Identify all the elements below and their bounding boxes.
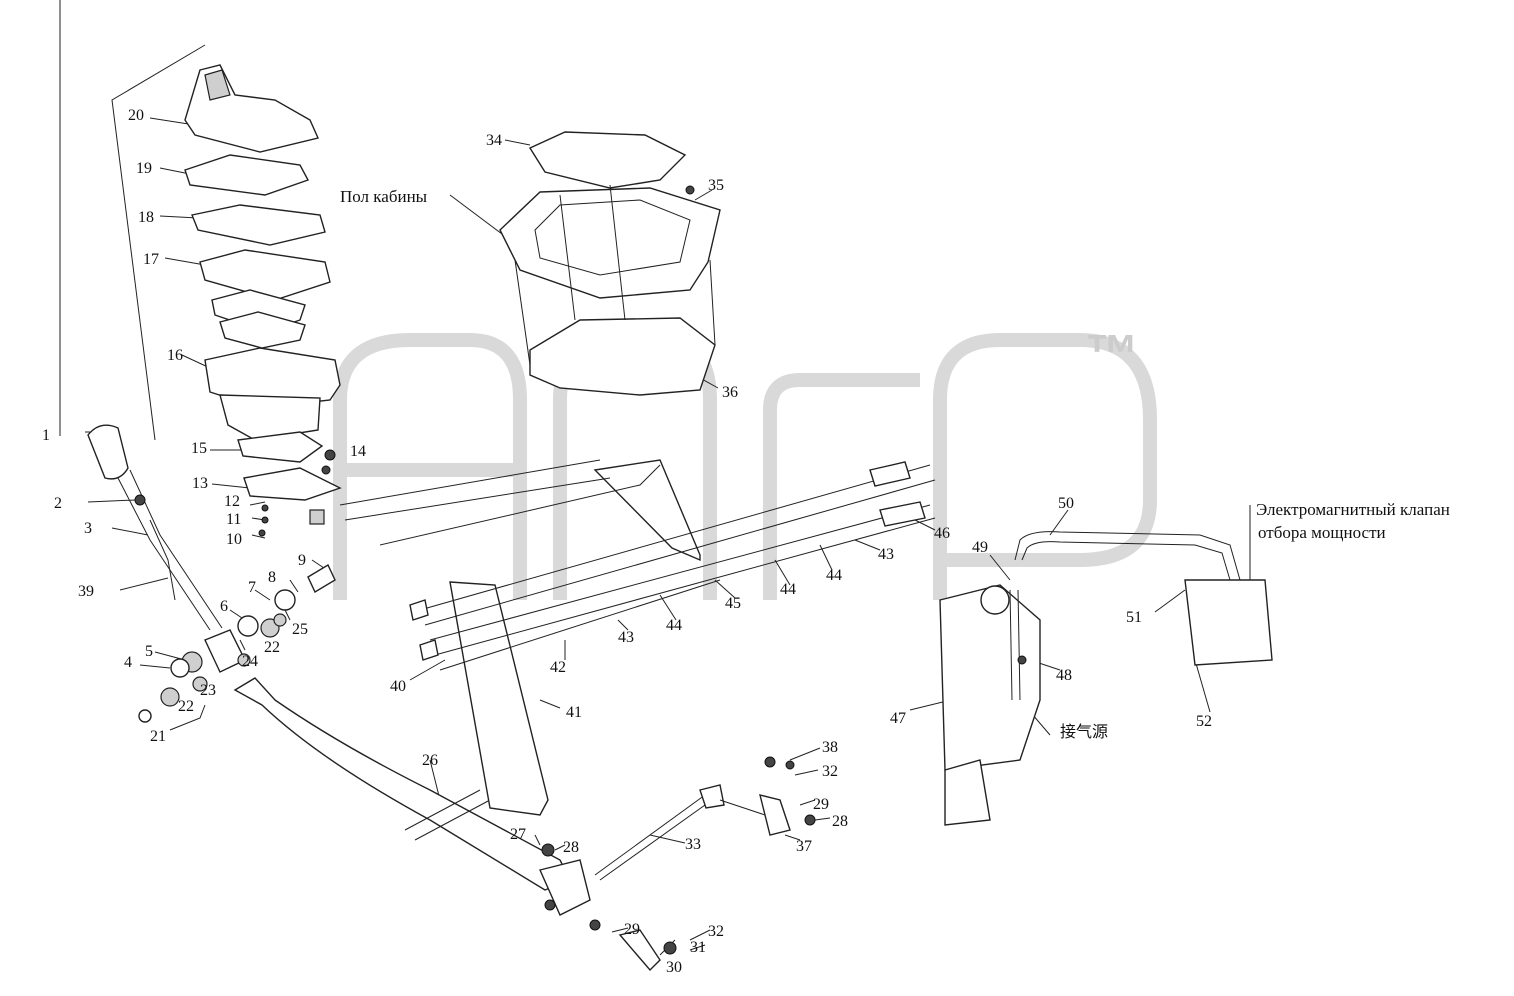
callout-20: 20 [128, 107, 144, 124]
callout-labels: 1 2 3 39 4 5 21 22 23 6 7 8 9 24 22 25 2… [42, 107, 1212, 976]
callout-34: 34 [486, 132, 502, 149]
shift-rods [233, 677, 816, 972]
callout-47: 47 [890, 710, 906, 727]
callout-37: 37 [796, 838, 812, 855]
callout-44c: 44 [826, 567, 842, 584]
note-pto-valve-line2: отбора мощности [1258, 523, 1386, 542]
notes: Пол кабины Электромагнитный клапан отбор… [340, 187, 1450, 741]
callout-23: 23 [200, 682, 216, 699]
callout-6: 6 [220, 598, 228, 615]
callout-16: 16 [167, 347, 183, 364]
callout-15: 15 [191, 440, 207, 457]
callout-41: 41 [566, 704, 582, 721]
note-pto-valve-line1: Электромагнитный клапан [1256, 500, 1450, 519]
callout-32a: 32 [708, 923, 724, 940]
fasteners-left [258, 449, 336, 537]
callout-35: 35 [708, 177, 724, 194]
callout-31: 31 [690, 939, 706, 956]
callout-29b: 29 [813, 796, 829, 813]
callout-13: 13 [192, 475, 208, 492]
callout-21: 21 [150, 728, 166, 745]
watermark: ™ [333, 324, 1157, 600]
callout-30: 30 [666, 959, 682, 976]
pivot-assembly [138, 564, 336, 723]
callout-39: 39 [78, 583, 94, 600]
cab-floor-hatch [499, 131, 721, 396]
callout-4: 4 [124, 654, 132, 671]
callout-7: 7 [248, 579, 256, 596]
note-cab-floor: Пол кабины [340, 187, 428, 206]
callout-25: 25 [292, 621, 308, 638]
callout-28b: 28 [832, 813, 848, 830]
callout-2: 2 [54, 495, 62, 512]
trademark-mark: ™ [1085, 324, 1139, 384]
callout-17: 17 [143, 251, 159, 268]
boot-stack [184, 64, 342, 501]
callout-24: 24 [242, 653, 258, 670]
callout-43b: 43 [878, 546, 894, 563]
callout-22b: 22 [264, 639, 280, 656]
callout-10: 10 [226, 531, 242, 548]
callout-26: 26 [422, 752, 438, 769]
callout-29a: 29 [624, 921, 640, 938]
callout-18: 18 [138, 209, 154, 226]
callout-9: 9 [298, 552, 306, 569]
callout-8: 8 [268, 569, 276, 586]
callout-19: 19 [136, 160, 152, 177]
callout-11: 11 [226, 511, 241, 528]
gear-lever [87, 424, 223, 631]
callout-43a: 43 [618, 629, 634, 646]
callout-27: 27 [510, 826, 526, 843]
note-air-source: 接气源 [1060, 723, 1108, 741]
callout-46: 46 [934, 525, 950, 542]
callout-49: 49 [972, 539, 988, 556]
callout-44b: 44 [780, 581, 796, 598]
pto-assembly [939, 531, 1273, 826]
callout-22a: 22 [178, 698, 194, 715]
callout-1: 1 [42, 427, 50, 444]
callout-14: 14 [350, 443, 366, 460]
callout-32b: 32 [822, 763, 838, 780]
callout-50: 50 [1058, 495, 1074, 512]
callout-48: 48 [1056, 667, 1072, 684]
callout-45: 45 [725, 595, 741, 612]
callout-12: 12 [224, 493, 240, 510]
callout-44a: 44 [666, 617, 682, 634]
callout-52: 52 [1196, 713, 1212, 730]
callout-28a: 28 [563, 839, 579, 856]
callout-3: 3 [84, 520, 92, 537]
callout-51: 51 [1126, 609, 1142, 626]
callout-42: 42 [550, 659, 566, 676]
callout-5: 5 [145, 643, 153, 660]
callout-40: 40 [390, 678, 406, 695]
shaft-assembly [339, 459, 936, 816]
callout-36: 36 [722, 384, 738, 401]
callout-33: 33 [685, 836, 701, 853]
callout-38: 38 [822, 739, 838, 756]
